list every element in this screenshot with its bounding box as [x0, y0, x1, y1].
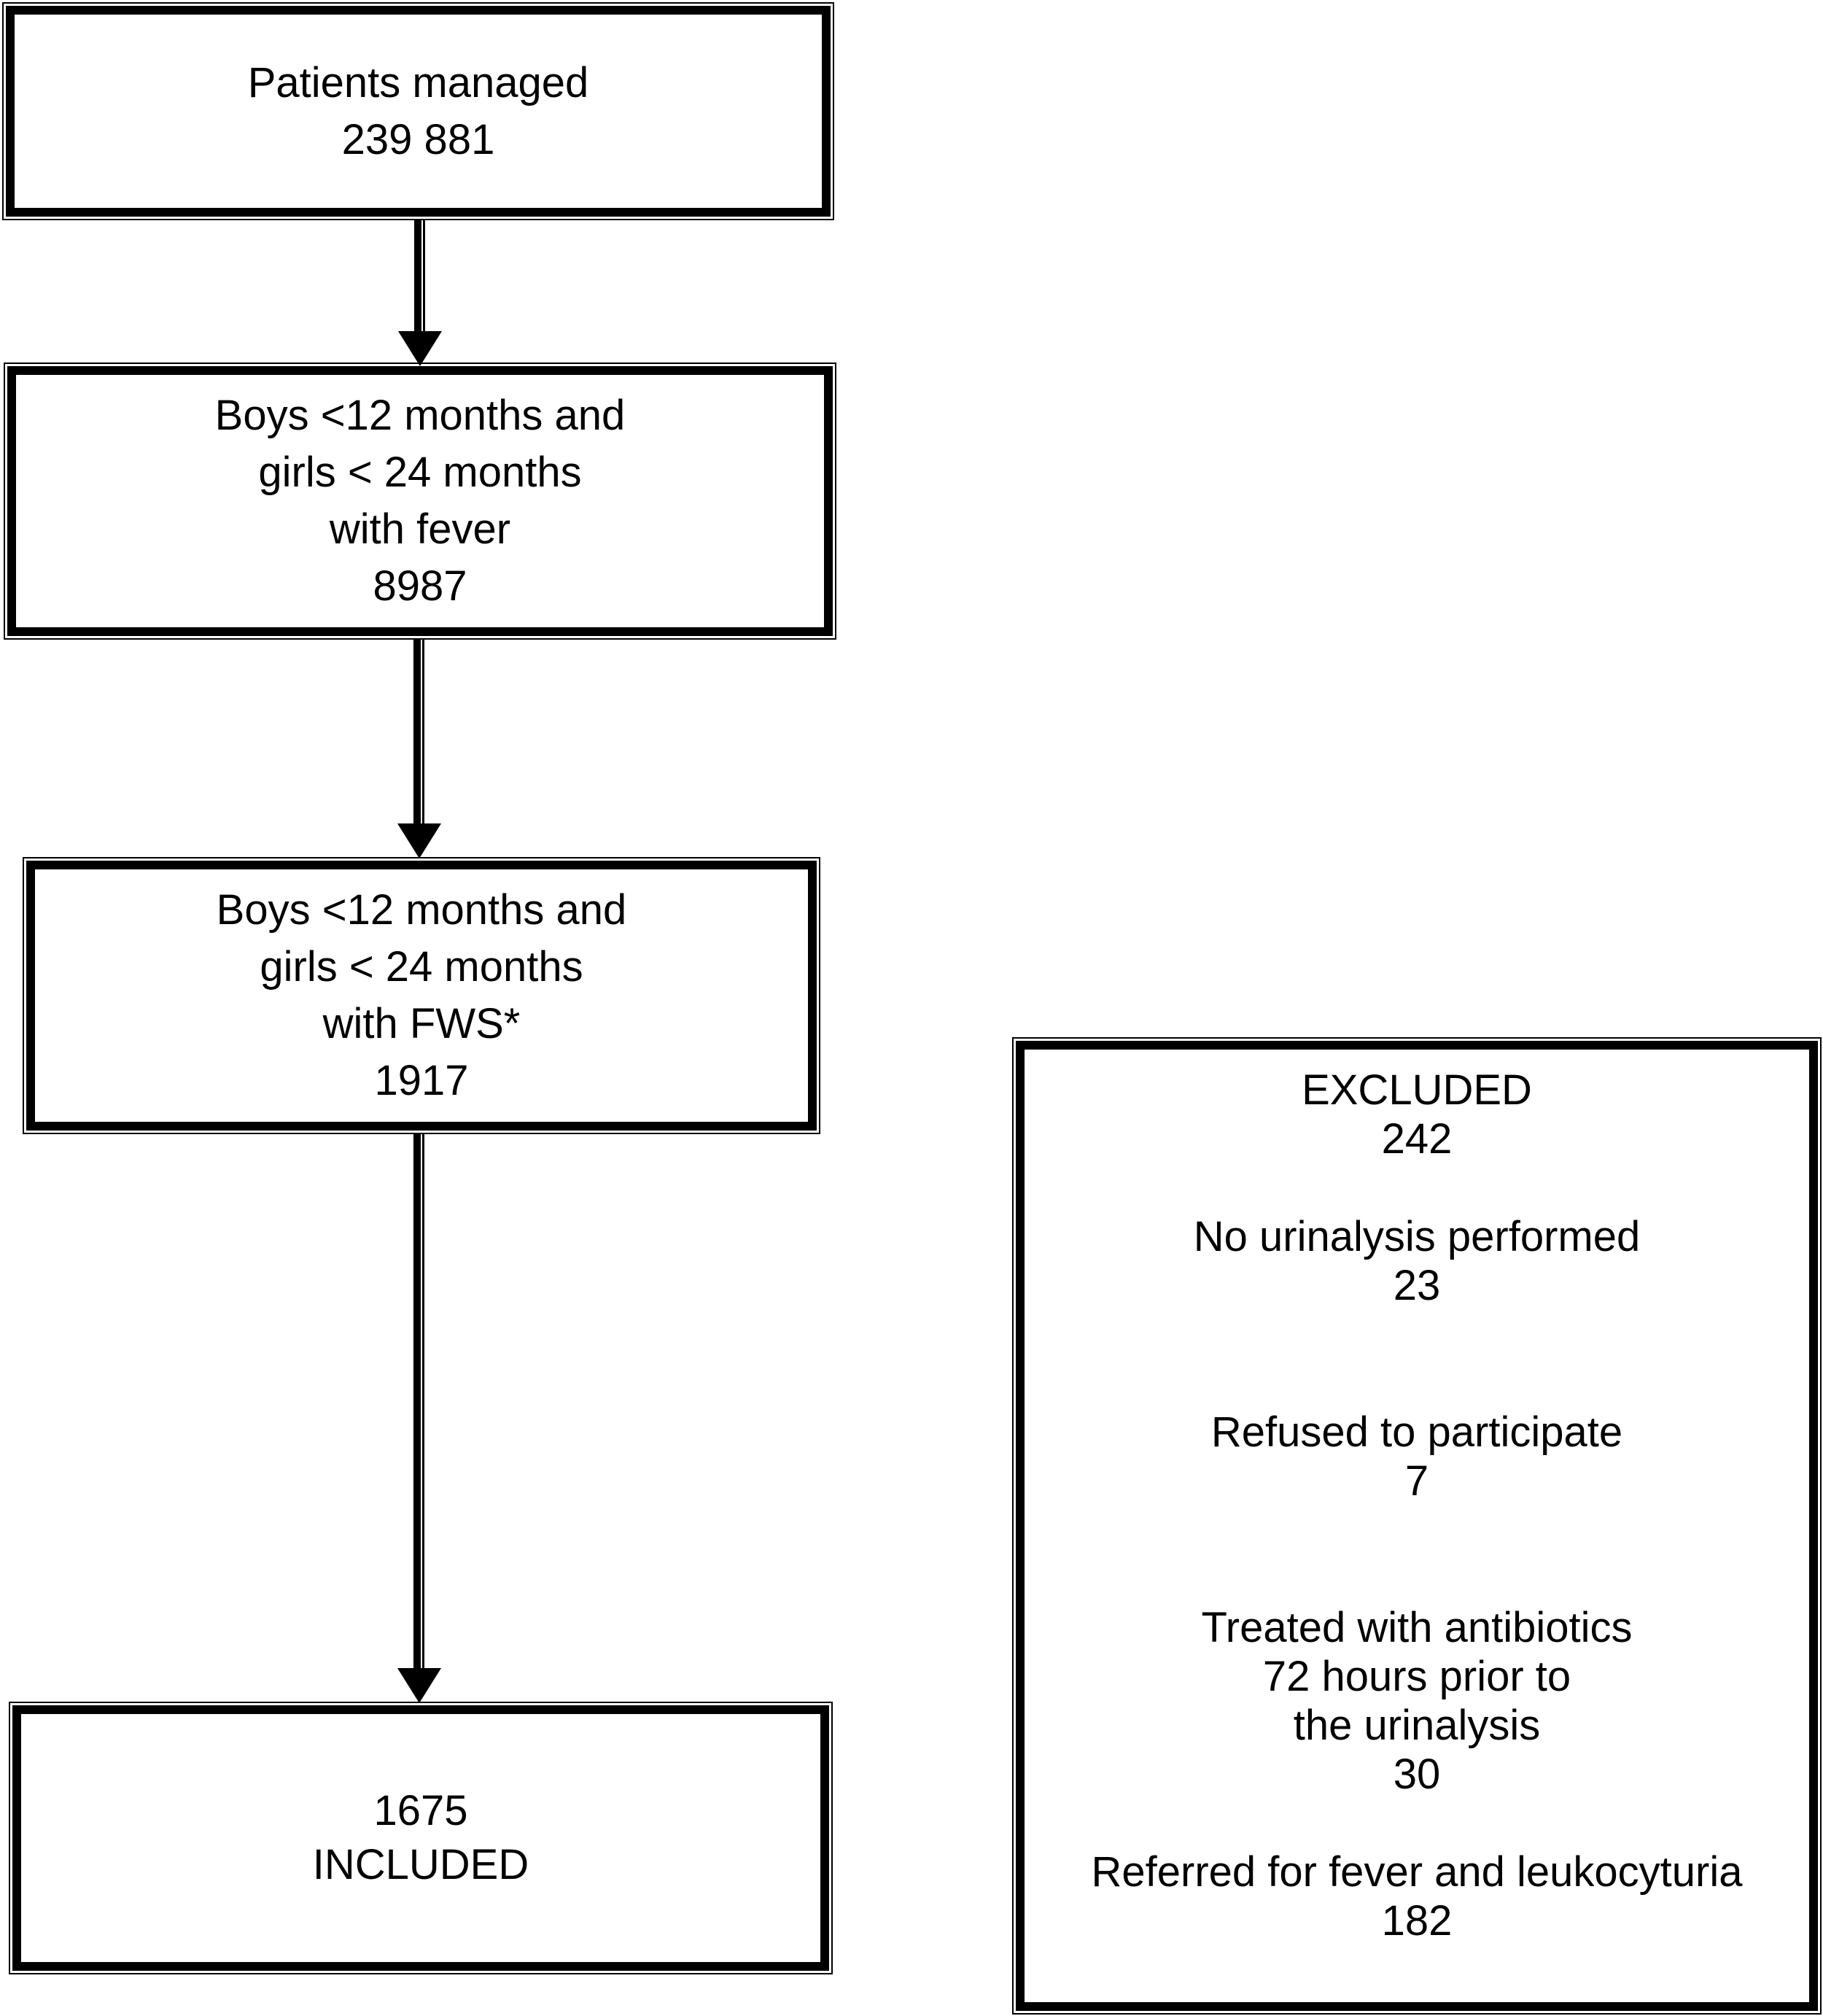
box-excluded-spacer — [1025, 1163, 1809, 1212]
box-excluded-title: EXCLUDED — [1302, 1066, 1532, 1114]
box-excluded-reason: Referred for fever and leukocyturia — [1091, 1848, 1743, 1896]
arrow-3-shaft — [413, 1134, 424, 1668]
arrow-1-shaft — [414, 220, 425, 331]
box-excluded-spacer — [1025, 1310, 1809, 1359]
box-patients-managed: Patients managed 239 881 — [2, 2, 834, 220]
box-excluded-spacer — [1025, 1505, 1809, 1554]
box-included: 1675 INCLUDED — [9, 1702, 833, 1974]
box-excluded-reason: Treated with antibiotics — [1201, 1604, 1633, 1651]
box-fever-cohort: Boys <12 months and girls < 24 months wi… — [4, 363, 836, 640]
box-fws-cohort-line: Boys <12 months and — [216, 886, 627, 934]
box-fever-cohort-line: with fever — [329, 505, 511, 553]
box-excluded-reason-count: 30 — [1393, 1751, 1441, 1798]
box-excluded-spacer — [1025, 1554, 1809, 1603]
box-excluded-reason: Refused to participate — [1210, 1408, 1623, 1456]
box-patients-managed-count: 239 881 — [341, 115, 495, 163]
arrow-3-down-icon — [397, 1668, 441, 1703]
box-fever-cohort-line: girls < 24 months — [258, 449, 582, 496]
box-included-label: INCLUDED — [312, 1841, 529, 1888]
box-excluded: EXCLUDED 242 No urinalysis performed 23 … — [1012, 1037, 1822, 2015]
box-patients-managed-label: Patients managed — [247, 58, 589, 106]
box-excluded-total: 242 — [1381, 1115, 1453, 1163]
box-excluded-reason-count: 7 — [1404, 1457, 1429, 1505]
box-fws-cohort-line: girls < 24 months — [260, 943, 583, 990]
box-excluded-reason-count: 182 — [1381, 1897, 1453, 1945]
arrow-1-down-icon — [398, 331, 442, 366]
box-excluded-spacer — [1025, 1359, 1809, 1408]
box-fws-cohort-count: 1917 — [374, 1057, 469, 1104]
arrow-2-shaft — [413, 640, 424, 823]
box-fws-cohort-line: with FWS* — [322, 1000, 521, 1047]
box-fever-cohort-count: 8987 — [373, 562, 467, 610]
box-fws-cohort: Boys <12 months and girls < 24 months wi… — [23, 857, 820, 1134]
arrow-2-down-icon — [397, 823, 441, 858]
box-excluded-reason: No urinalysis performed — [1193, 1213, 1641, 1260]
box-included-count: 1675 — [373, 1787, 468, 1834]
box-fever-cohort-line: Boys <12 months and — [214, 392, 626, 439]
box-excluded-reason: the urinalysis — [1293, 1702, 1541, 1749]
box-excluded-reason: 72 hours prior to — [1262, 1653, 1571, 1700]
box-excluded-reason-count: 23 — [1393, 1262, 1441, 1309]
box-excluded-spacer — [1025, 1799, 1809, 1848]
